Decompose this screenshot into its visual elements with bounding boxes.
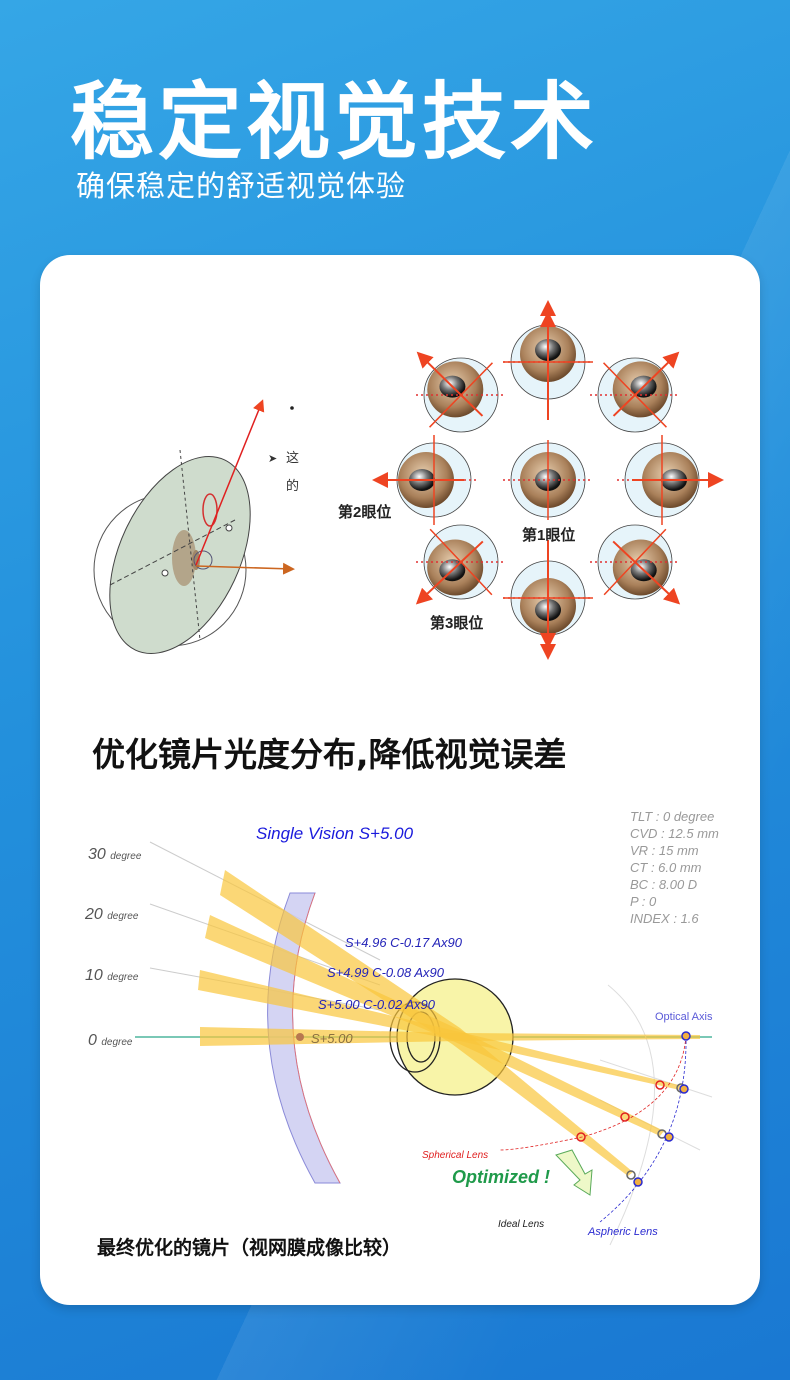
param: INDEX : 1.6 <box>630 911 699 926</box>
angle-unit: degree <box>107 972 139 983</box>
param: CVD : 12.5 mm <box>630 826 719 841</box>
svg-text:20 degree: 20 degree <box>84 906 139 923</box>
angle-unit: degree <box>110 851 142 862</box>
direction-arrow <box>612 540 681 605</box>
eye-positions-diagram <box>372 300 724 660</box>
label-second-position: 第2眼位 <box>338 503 391 521</box>
page-title: 稳定视觉技术 <box>70 73 599 171</box>
lens-3d-diagram: ➤ 这 的 <box>93 399 299 654</box>
angle-value: 20 <box>84 906 103 923</box>
svg-text:10 degree: 10 degree <box>85 967 139 984</box>
figure-caption: 最终优化的镜片（视网膜成像比较） <box>97 1237 402 1259</box>
param: CT : 6.0 mm <box>630 860 702 875</box>
param: BC : 8.00 D <box>630 877 697 892</box>
direction-arrow <box>415 540 484 605</box>
power-label: S+5.00 C-0.02 Ax90 <box>318 997 436 1012</box>
power-labels: S+4.96 C-0.17 Ax90 S+4.99 C-0.08 Ax90 S+… <box>311 935 463 1046</box>
angle-unit: degree <box>101 1037 133 1048</box>
ray-diagram: Single Vision S+5.00 30 degree 20 degree… <box>84 809 719 1246</box>
label-optical-axis: Optical Axis <box>655 1011 713 1023</box>
fragment-text: 这 <box>286 450 299 465</box>
svg-text:0 degree: 0 degree <box>88 1032 133 1049</box>
angle-labels: 30 degree 20 degree 10 degree 0 degree <box>84 846 142 1049</box>
light-beams <box>198 870 700 1176</box>
param: TLT : 0 degree <box>630 809 714 824</box>
lens-parameters: TLT : 0 degree CVD : 12.5 mm VR : 15 mm … <box>630 809 719 926</box>
power-label: S+5.00 <box>311 1031 353 1046</box>
angle-value: 0 <box>88 1032 97 1049</box>
power-label: S+4.96 C-0.17 Ax90 <box>345 935 463 950</box>
ray-diagram-title: Single Vision S+5.00 <box>256 824 414 843</box>
direction-arrow <box>612 351 680 417</box>
label-first-position: 第1眼位 <box>522 526 575 544</box>
param: VR : 15 mm <box>630 843 699 858</box>
section-heading: 优化镜片光度分布,降低视觉误差 <box>92 735 567 774</box>
label-third-position: 第3眼位 <box>430 614 483 632</box>
label-spherical-lens: Spherical Lens <box>422 1150 488 1161</box>
label-aspheric-lens: Aspheric Lens <box>587 1226 658 1238</box>
page-subtitle: 确保稳定的舒适视觉体验 <box>76 169 407 203</box>
fragment-text: 的 <box>286 478 299 493</box>
direction-arrow <box>416 351 484 417</box>
param: P : 0 <box>630 894 657 909</box>
angle-value: 10 <box>85 967 103 984</box>
angle-value: 30 <box>88 846 106 863</box>
label-optimized: Optimized ! <box>452 1167 550 1187</box>
label-ideal-lens: Ideal Lens <box>498 1219 544 1230</box>
svg-text:➤: ➤ <box>268 453 277 465</box>
power-label: S+4.99 C-0.08 Ax90 <box>327 965 445 980</box>
angle-unit: degree <box>107 911 139 922</box>
svg-text:30 degree: 30 degree <box>88 846 142 863</box>
